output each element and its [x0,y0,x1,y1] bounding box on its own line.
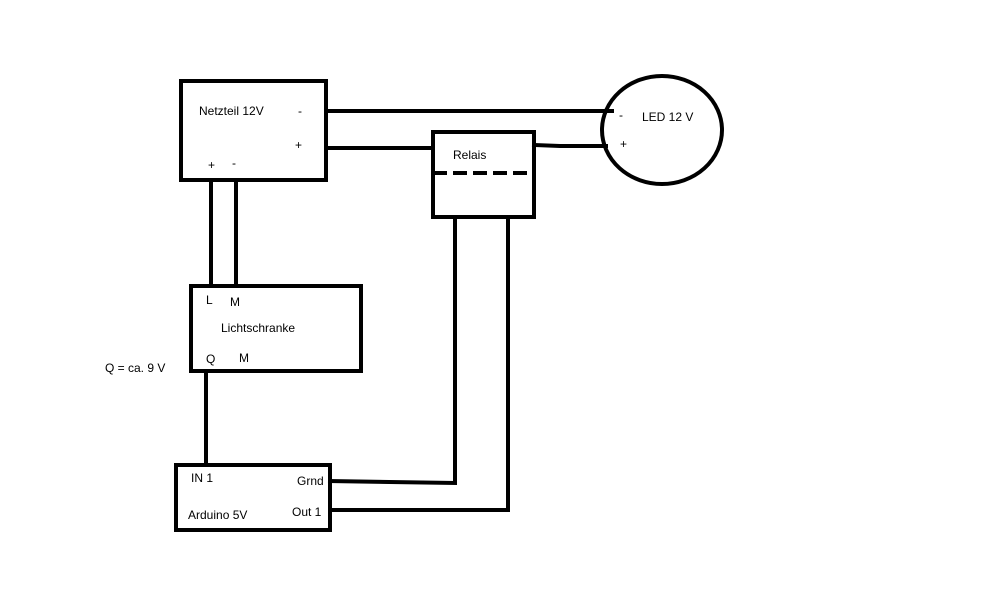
wire-relais-to-arduino-grnd [327,215,457,486]
arduino-out1: Out 1 [292,505,322,519]
netzteil-title: Netzteil 12V [199,104,264,118]
netzteil-minus-bottom: - [232,156,236,170]
netzteil-box [179,79,328,182]
arduino-box [174,463,332,532]
wire-relais-to-led-plus [531,142,608,148]
lichtschranke-title: Lichtschranke [221,321,296,335]
lichtschranke-box [189,284,363,373]
arduino-in1: IN 1 [191,471,214,485]
lichtschranke-pin-m-top: M [230,295,240,309]
lichtschranke-pin-q: Q [206,352,216,366]
lichtschranke-pin-l: L [206,293,213,307]
led-circle [600,74,724,186]
arduino-title: Arduino 5V [188,508,248,522]
wire-relais-to-arduino-out1 [328,215,510,512]
relais-title: Relais [453,148,487,162]
q-voltage-note: Q = ca. 9 V [105,361,166,375]
led-plus: + [620,137,628,151]
netzteil-plus-bottom: + [208,158,216,172]
lichtschranke-pin-m-bottom: M [239,351,249,365]
led-title: LED 12 V [642,110,694,124]
netzteil-plus-right: + [295,138,303,152]
led-minus: - [619,108,623,122]
netzteil-minus-right: - [298,104,302,118]
arduino-grnd: Grnd [297,474,324,488]
